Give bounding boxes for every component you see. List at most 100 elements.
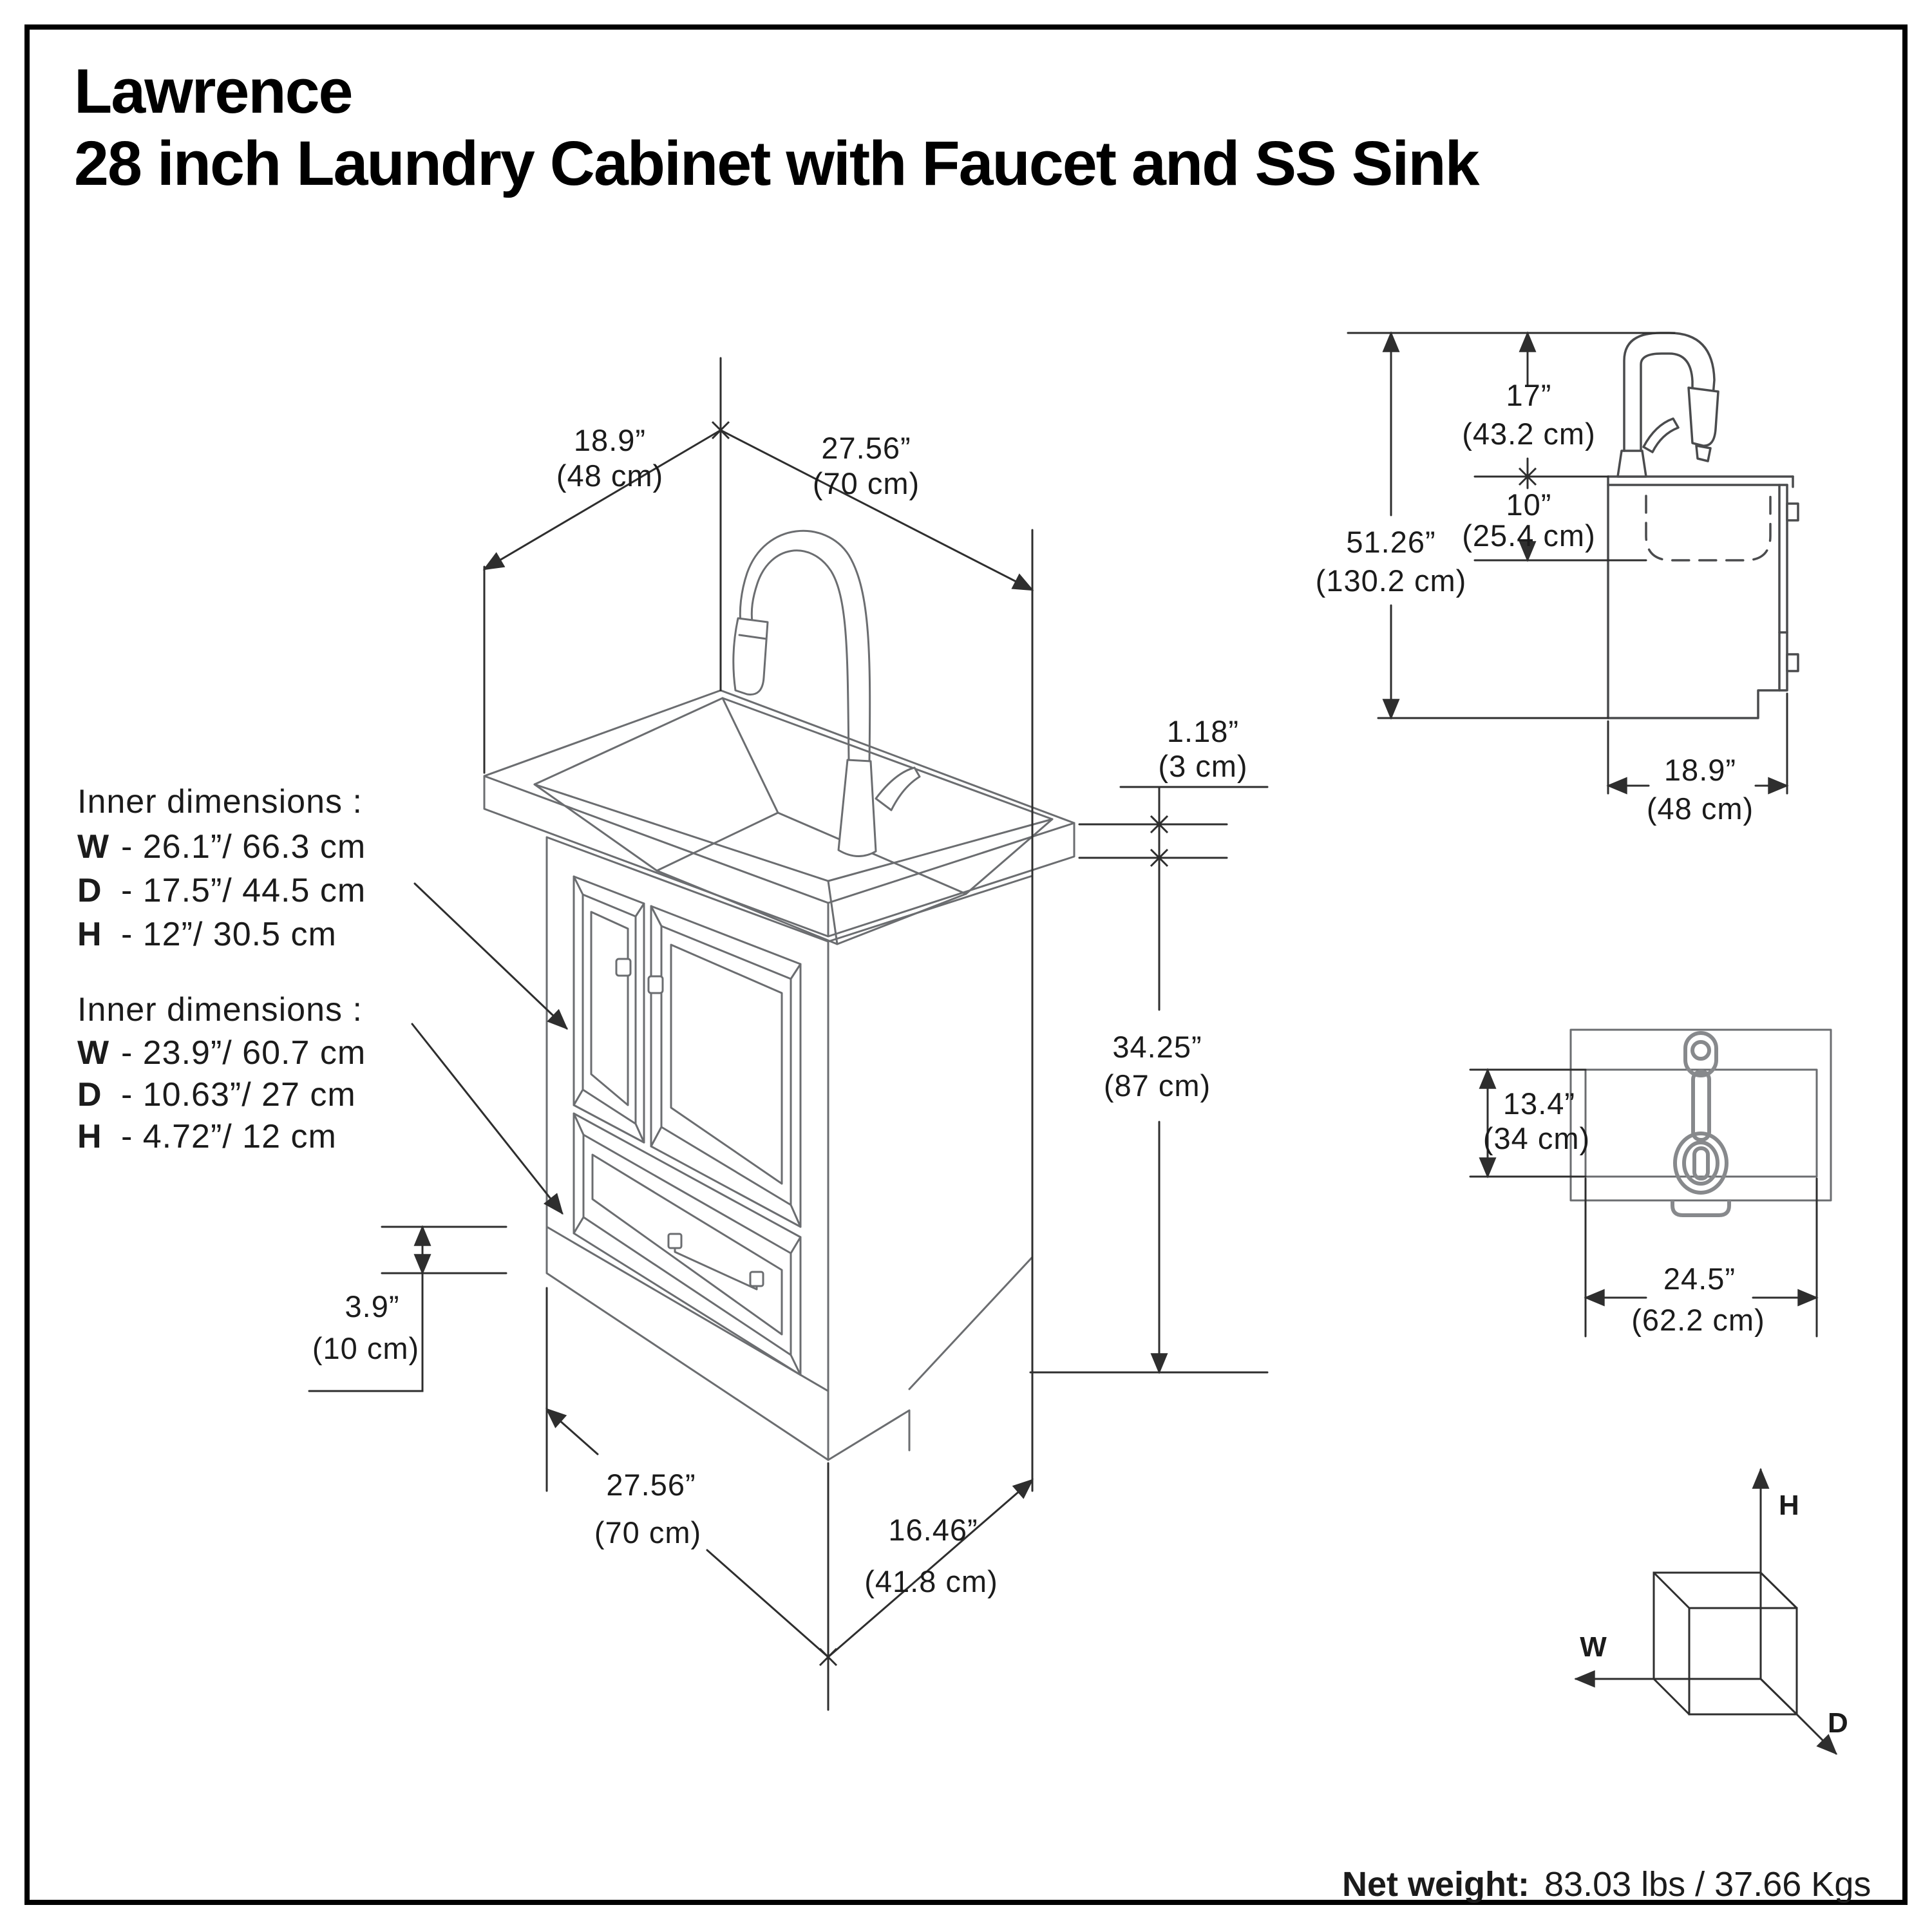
net-weight: Net weight: 83.03 lbs / 37.66 Kgs	[1342, 1865, 1871, 1904]
inner-cabinet-h-text: - 12”/ 30.5 cm	[121, 916, 337, 953]
cube-back-face	[1688, 1607, 1798, 1716]
door-knob-right	[647, 975, 664, 994]
door-knob-left	[615, 958, 632, 977]
dim-faucet-height-cm: (43.2 cm)	[1462, 417, 1596, 451]
isometric-view: 18.9” (48 cm) 27.56” (70 cm) 1.18” (3 cm…	[308, 357, 1269, 1711]
inner-drawer-w-text: - 23.9”/ 60.7 cm	[121, 1034, 366, 1072]
axis-h-label: H	[1779, 1490, 1799, 1521]
dim-width-bottom-in: 27.56”	[606, 1468, 696, 1502]
sink-rim	[533, 697, 1054, 882]
dim-sink-width-in: 24.5”	[1663, 1262, 1736, 1296]
dim-counter-in: 1.18”	[1167, 714, 1239, 748]
faucet-lever	[875, 766, 921, 811]
dim-total-height-cm: (130.2 cm)	[1316, 564, 1467, 598]
dimension-width-bottom: 27.56” (70 cm)	[545, 1287, 838, 1711]
inner-drawer-h-key: H	[77, 1118, 102, 1155]
dim-width-top-in: 27.56”	[821, 431, 911, 465]
leader-drawer-interior	[411, 1023, 564, 1215]
faucet-neck-outer	[750, 549, 850, 761]
dim-height-cm: (87 cm)	[1104, 1068, 1211, 1103]
drawer	[573, 1112, 802, 1376]
faucet-illustration	[732, 529, 921, 858]
cube-edges	[1653, 1571, 1798, 1716]
faucet-sprayer	[732, 617, 769, 696]
dimension-sink-width: 24.5” (62.2 cm)	[1584, 1177, 1819, 1338]
dimension-width-top: 27.56” (70 cm)	[719, 429, 1034, 1492]
dimension-sink-depth: 10” (25.4 cm)	[1462, 475, 1647, 562]
dimension-depth-top: 18.9” (48 cm)	[482, 357, 730, 774]
door-left	[573, 875, 645, 1144]
dim-depth-bottom-cm: (41.8 cm)	[864, 1564, 998, 1598]
cube-front-face	[1653, 1571, 1762, 1680]
page-border	[24, 24, 1908, 1905]
top-view: 13.4” (34 cm) 24.5” (62.2 cm)	[1469, 1028, 1832, 1338]
dimension-total-height: 51.26” (130.2 cm)	[1316, 331, 1676, 720]
hinge-lower	[1786, 653, 1799, 672]
dim-toe-in: 3.9”	[345, 1289, 400, 1323]
dim-depth-top-in: 18.9”	[574, 423, 646, 457]
dim-depth-bottom-in: 16.46”	[888, 1513, 978, 1547]
dim-cabinet-depth-in: 18.9”	[1664, 753, 1736, 787]
side-faucet-sprayer	[1687, 386, 1719, 447]
dimension-cabinet-height: 34.25” (87 cm)	[1029, 786, 1269, 1374]
inner-cabinet-d-key: D	[77, 872, 102, 909]
inner-cabinet-w-text: - 26.1”/ 66.3 cm	[121, 828, 366, 866]
hinge-upper	[1786, 502, 1799, 522]
dim-width-bottom-cm: (70 cm)	[594, 1515, 701, 1549]
dimension-counter-thickness: 1.18” (3 cm)	[1078, 714, 1269, 867]
axis-d-arrow	[1795, 1713, 1837, 1755]
dim-total-height-in: 51.26”	[1346, 525, 1435, 559]
door-right	[650, 905, 802, 1228]
sink-basin	[533, 697, 1054, 945]
inner-drawer-d-key: D	[77, 1076, 102, 1113]
drain	[1673, 1132, 1728, 1195]
dimension-sink-front-back: 13.4” (34 cm)	[1469, 1068, 1590, 1179]
axis-w-label: W	[1580, 1631, 1607, 1663]
sink-outline	[1584, 1068, 1818, 1178]
side-faucet	[1616, 332, 1719, 478]
axis-cube: H W D	[1574, 1468, 1848, 1755]
inner-dimensions-drawer: Inner dimensions : W - 23.9”/ 60.7 cm D …	[77, 991, 366, 1155]
leader-cabinet-interior	[413, 882, 568, 1030]
side-cabinet-profile	[1607, 475, 1799, 719]
dim-sink-fb-cm: (34 cm)	[1483, 1121, 1590, 1155]
inner-cabinet-w-key: W	[77, 828, 109, 866]
title-block: Lawrence 28 inch Laundry Cabinet with Fa…	[74, 56, 1482, 198]
faucet-neck-inner	[739, 529, 871, 762]
inner-drawer-heading: Inner dimensions :	[77, 991, 363, 1028]
net-weight-value: 83.03 lbs / 37.66 Kgs	[1544, 1865, 1871, 1904]
dimension-toe-kick: 3.9” (10 cm)	[308, 1225, 507, 1392]
dimension-cabinet-depth: 18.9” (48 cm)	[1606, 692, 1789, 826]
product-description: 28 inch Laundry Cabinet with Faucet and …	[74, 128, 1481, 198]
cabinet-drawing	[483, 529, 1075, 1461]
dim-toe-cm: (10 cm)	[312, 1331, 419, 1365]
sink-front-handle	[1671, 1200, 1731, 1217]
sink-dashed-profile	[1645, 495, 1772, 562]
top-faucet	[1683, 1031, 1718, 1142]
dim-sink-fb-in: 13.4”	[1503, 1086, 1575, 1121]
dim-height-in: 34.25”	[1112, 1030, 1202, 1064]
counter-edge	[483, 775, 1075, 938]
dim-depth-top-cm: (48 cm)	[556, 459, 663, 493]
side-view: 51.26” (130.2 cm) 17” (43.2 cm) 10” (25.…	[1316, 331, 1799, 826]
product-name: Lawrence	[74, 56, 352, 126]
dim-sink-width-cm: (62.2 cm)	[1631, 1303, 1765, 1337]
dim-sink-depth-in: 10”	[1506, 488, 1552, 522]
inner-drawer-h-text: - 4.72”/ 12 cm	[121, 1118, 337, 1155]
dim-faucet-height-in: 17”	[1506, 378, 1552, 412]
dimension-faucet-height: 17” (43.2 cm)	[1462, 331, 1609, 486]
counter-outline	[1569, 1028, 1832, 1202]
inner-dimensions-cabinet: Inner dimensions : W - 26.1”/ 66.3 cm D …	[77, 783, 366, 953]
inner-drawer-w-key: W	[77, 1034, 109, 1072]
faucet-sprayer-line	[738, 634, 768, 640]
drawer-handle	[667, 1233, 764, 1291]
side-faucet-lever	[1642, 417, 1680, 453]
inner-drawer-d-text: - 10.63”/ 27 cm	[121, 1076, 356, 1113]
inner-cabinet-d-text: - 17.5”/ 44.5 cm	[121, 872, 366, 909]
dim-cabinet-depth-cm: (48 cm)	[1647, 791, 1754, 826]
axis-d-label: D	[1828, 1707, 1848, 1739]
inner-cabinet-heading: Inner dimensions :	[77, 783, 363, 820]
dim-width-top-cm: (70 cm)	[813, 466, 920, 500]
dimension-depth-bottom: 16.46” (41.8 cm)	[827, 1479, 1034, 1658]
